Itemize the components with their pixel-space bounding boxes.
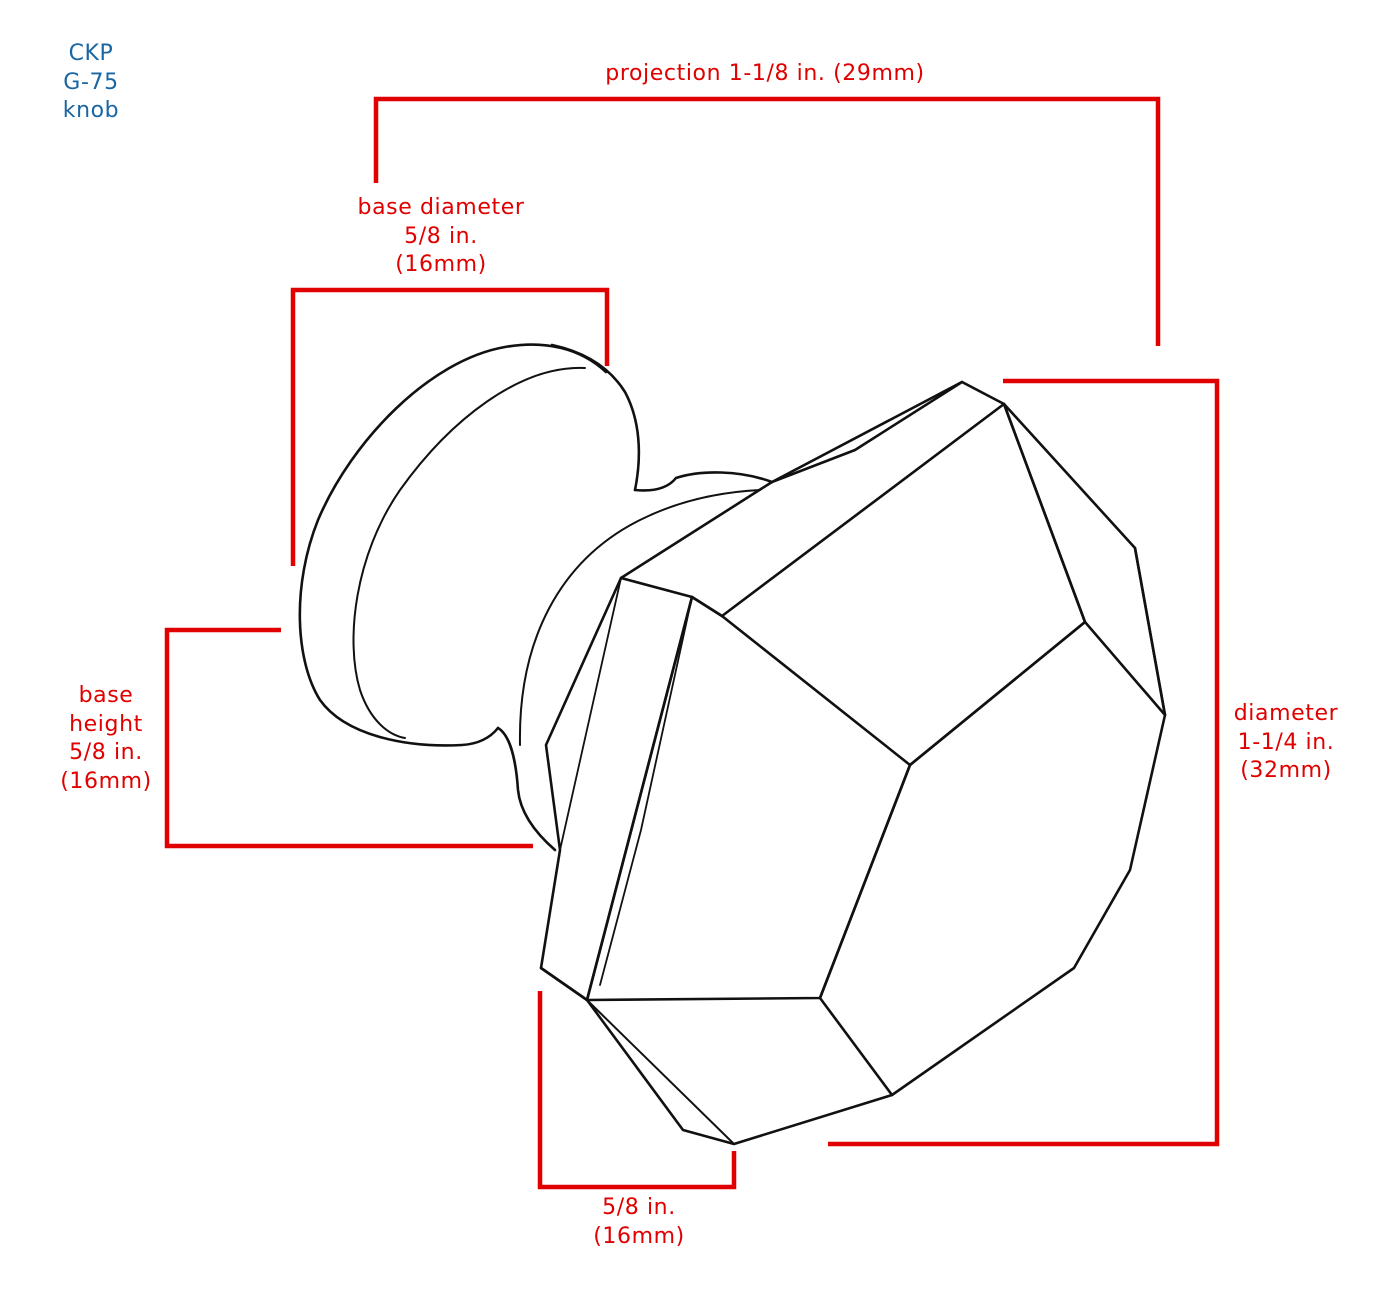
head-facet-5 [539,966,589,1002]
dimension-lines [164,96,1220,1190]
base-diameter-line-3: (16mm) [395,252,487,277]
head-facet-11 [559,577,622,851]
projection-text: projection 1-1/8 in. (29mm) [605,61,925,86]
base-disc-inner-ring [352,366,586,739]
head-facet-1 [720,614,912,767]
base-height-line-4: (16mm) [60,768,152,794]
head-facet-10 [586,999,735,1145]
neck [633,471,774,492]
head-front-face [585,402,1167,1002]
diameter-line-3: (32mm) [1240,758,1332,783]
diameter-line-2: 1-1/4 in. [1237,729,1335,755]
head-facet-3 [818,763,912,1000]
base-height-line-2: height [69,711,143,737]
head-height-line-2: (16mm) [593,1223,685,1249]
base-disc-back [550,343,641,492]
diameter-label: diameter 1-1/4 in. (32mm) [1222,700,1350,786]
head-side-edge-2 [619,576,724,618]
head-height-label: 5/8 in. (16mm) [578,1194,700,1251]
base-diameter-label: base diameter 5/8 in. (16mm) [330,194,552,280]
neck-flare [518,489,761,746]
projection-bracket [373,96,1161,346]
head-facet-7 [1002,402,1087,624]
product-label: CKP G-75 knob [55,40,127,126]
head-facet-8 [1133,546,1167,717]
head-facet-4 [818,996,894,1097]
head-outline [539,380,1167,1146]
head-facet-2 [908,620,1087,767]
base-height-line-3: 5/8 in. [69,740,143,765]
base-height-label: base height 5/8 in. (16mm) [45,682,167,796]
head-height-line-1: 5/8 in. [602,1195,676,1220]
product-model: G-75 [63,69,119,95]
diameter-bracket [828,378,1220,1147]
neck-lower [496,726,557,852]
head-facet-6 [585,595,694,1002]
base-diameter-bracket [290,287,610,566]
head-side-edge [770,380,964,484]
diameter-line-1: diameter [1233,701,1339,726]
product-brand: CKP [68,41,114,66]
knob-sketch [298,343,1167,1146]
base-diameter-line-2: 5/8 in. [404,223,478,249]
head-height-bracket [537,991,737,1190]
projection-label: projection 1-1/8 in. (29mm) [560,60,970,89]
product-type: knob [62,98,120,123]
base-height-line-1: base [78,683,134,708]
base-disc-rim [298,343,608,747]
head-facet-9 [721,403,1005,617]
base-diameter-line-1: base diameter [357,195,525,220]
base-height-bracket [164,627,533,849]
head-facet-12 [599,596,693,986]
